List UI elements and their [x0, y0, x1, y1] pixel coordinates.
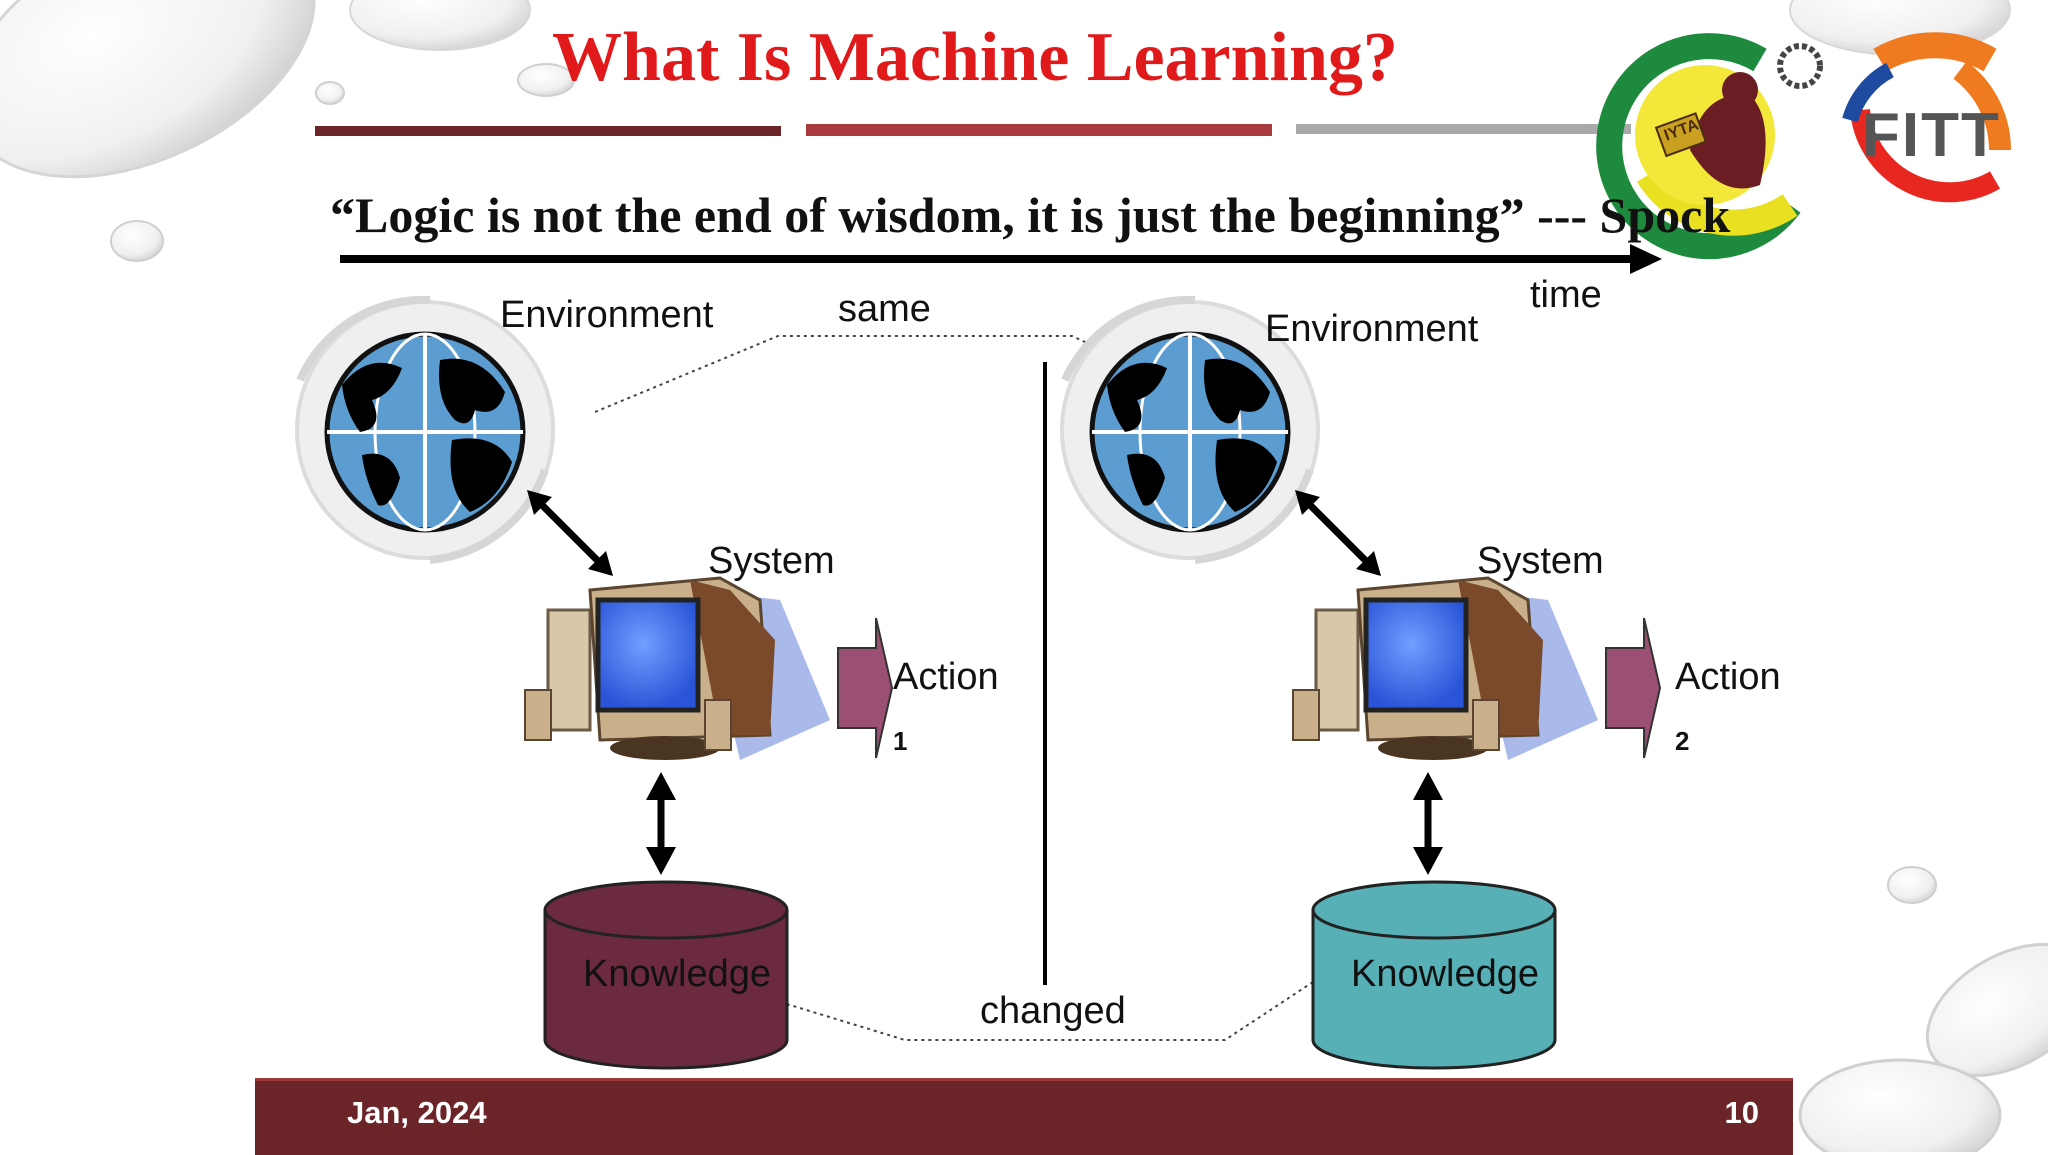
knowledge-cylinder-left: [543, 880, 789, 1070]
changed-connector: [779, 975, 1323, 1041]
action-arrow-left: [837, 617, 894, 759]
spock-quote: “Logic is not the end of wisdom, it is j…: [330, 187, 1731, 243]
action-label-right: Action: [1675, 656, 1781, 698]
footer-bar: Jan, 2024 10: [255, 1078, 1793, 1155]
fitt-logo-text: FITT: [1862, 101, 2001, 170]
time-arrow: [340, 244, 1662, 274]
system-label-left: System: [708, 540, 835, 582]
computer-icon-left: [524, 576, 830, 760]
title-underline-bars: [315, 124, 1631, 136]
slide-title: What Is Machine Learning?: [552, 19, 1398, 96]
env-system-arrow-right: [1295, 490, 1381, 576]
footer-date: Jan, 2024: [347, 1095, 487, 1130]
computer-icon-right: [1292, 576, 1598, 760]
page-number: 10: [1724, 1095, 1759, 1130]
knowledge-cylinder-right: [1311, 880, 1557, 1070]
action-label-left: Action: [893, 656, 999, 698]
env-system-arrow-left: [527, 490, 613, 576]
same-label: same: [838, 288, 931, 330]
changed-label: changed: [980, 990, 1126, 1032]
knowledge-label-right: Knowledge: [1351, 953, 1540, 995]
iyta-logo: [1596, 32, 2011, 260]
knowledge-label-left: Knowledge: [583, 953, 772, 995]
action-number-left: 1: [893, 726, 908, 756]
globe-icon-right: [1060, 295, 1320, 564]
time-label: time: [1530, 274, 1602, 316]
system-knowledge-arrow-right: [1413, 772, 1443, 875]
action-number-right: 2: [1675, 726, 1690, 756]
environment-label-right: Environment: [1265, 308, 1479, 350]
action-arrow-right: [1605, 617, 1662, 759]
environment-label-left: Environment: [500, 294, 714, 336]
system-knowledge-arrow-left: [646, 772, 676, 875]
globe-icon-left: [295, 295, 555, 564]
system-label-right: System: [1477, 540, 1604, 582]
same-connector: [594, 335, 1121, 413]
